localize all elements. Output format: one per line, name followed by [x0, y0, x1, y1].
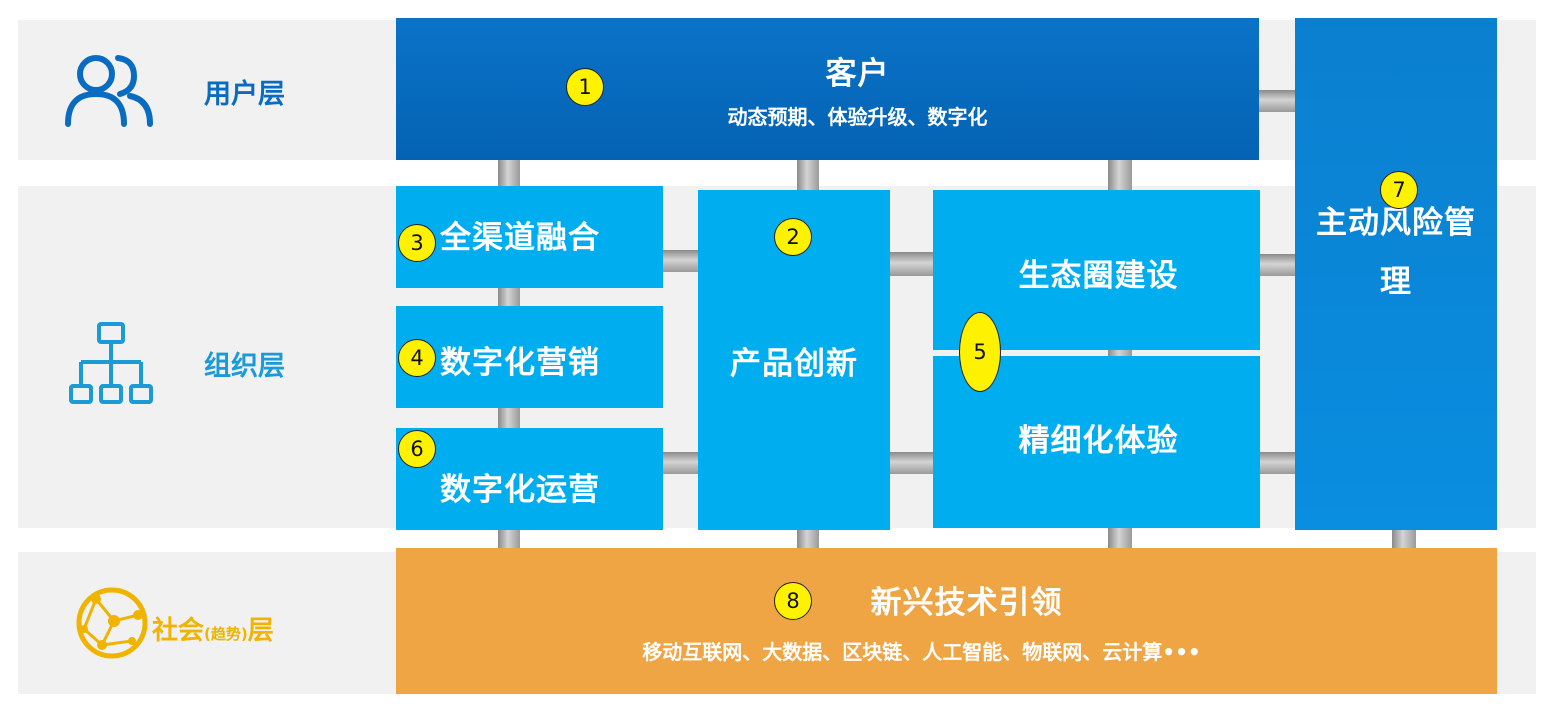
- connector: [888, 452, 934, 474]
- org-layer-label: 组织层: [204, 351, 285, 382]
- society-label-suffix: 层: [247, 616, 274, 646]
- ecosystem-title: 生态圈建设: [1018, 257, 1179, 294]
- badge-5: 5: [959, 312, 1001, 392]
- connector: [1108, 348, 1132, 356]
- connector: [797, 158, 819, 192]
- omnichannel-title: 全渠道融合: [440, 219, 600, 256]
- society-label-paren: (趋势): [204, 625, 248, 643]
- connector: [1258, 254, 1298, 276]
- digital-marketing-box: 数字化营销: [396, 306, 663, 408]
- users-icon: [65, 55, 153, 127]
- connector: [498, 528, 520, 550]
- risk-management-title-line1: 主动风险管: [1316, 205, 1476, 241]
- connector: [1392, 526, 1416, 550]
- connector: [498, 286, 520, 306]
- digital-operation-title: 数字化运营: [440, 471, 600, 508]
- badge-7: 7: [1380, 171, 1418, 209]
- connector: [797, 528, 819, 550]
- connector: [498, 158, 520, 188]
- badge-1: 1: [566, 68, 604, 106]
- badge-8: 8: [774, 582, 812, 620]
- risk-management-title-line2: 理: [1380, 264, 1412, 300]
- badge-6: 6: [398, 430, 436, 468]
- digital-marketing-title: 数字化营销: [440, 344, 600, 381]
- refined-experience-title: 精细化体验: [1018, 422, 1179, 459]
- society-label-prefix: 社会: [152, 616, 205, 646]
- connector: [1108, 158, 1132, 190]
- emerging-tech-title: 新兴技术引领: [870, 585, 1063, 621]
- connector: [662, 250, 700, 272]
- product-innovation-title: 产品创新: [730, 345, 858, 382]
- risk-management-box: 主动风险管 理: [1295, 18, 1497, 530]
- org-chart-icon: [69, 322, 153, 404]
- connector: [498, 406, 520, 428]
- connector: [1258, 90, 1298, 112]
- emerging-tech-box: 新兴技术引领 移动互联网、大数据、区块链、人工智能、物联网、云计算•••: [396, 548, 1497, 694]
- connector: [1258, 452, 1298, 474]
- connector: [662, 452, 700, 474]
- society-layer-label: 社会(趋势)层: [152, 610, 274, 647]
- customer-box: 客户 动态预期、体验升级、数字化: [396, 18, 1259, 160]
- product-innovation-box: 产品创新: [698, 190, 890, 530]
- network-globe-icon: [76, 587, 148, 659]
- user-layer-label: 用户层: [204, 79, 285, 110]
- customer-title: 客户: [825, 56, 890, 92]
- badge-4: 4: [398, 339, 436, 377]
- omnichannel-box: 全渠道融合: [396, 186, 663, 288]
- badge-3: 3: [398, 224, 436, 262]
- digital-operation-box: 数字化运营: [396, 428, 663, 530]
- badge-2: 2: [774, 218, 812, 256]
- connector: [1108, 526, 1132, 550]
- customer-subtitle: 动态预期、体验升级、数字化: [727, 105, 988, 129]
- emerging-tech-subtitle: 移动互联网、大数据、区块链、人工智能、物联网、云计算•••: [642, 640, 1201, 664]
- connector: [888, 252, 934, 276]
